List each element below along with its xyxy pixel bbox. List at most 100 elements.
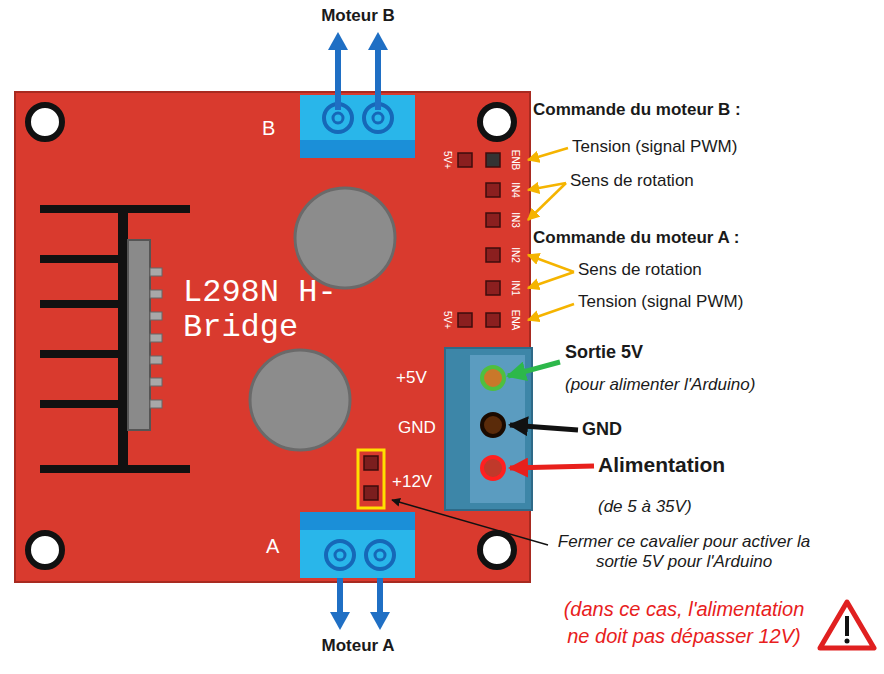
leader-arrow-part xyxy=(528,272,574,288)
pin-label: ENB xyxy=(509,150,521,171)
power-terminal-part xyxy=(482,414,504,436)
leader-arrow-part xyxy=(510,425,578,430)
power-terminal-part xyxy=(482,367,504,389)
chip-name: L298N H-Bridge xyxy=(183,275,348,345)
terminal-block-b-part xyxy=(300,95,415,140)
terminal-label: GND xyxy=(398,418,436,438)
control-heading: Commande du moteur B : xyxy=(533,100,741,120)
leader-arrow-part xyxy=(392,500,548,545)
driver-chip-part-part xyxy=(150,400,162,408)
jumper-note: Fermer ce cavalier pour activer la sorti… xyxy=(553,532,815,573)
terminal-block-a xyxy=(300,512,415,578)
header-pin-part xyxy=(486,153,500,167)
header-pin-part xyxy=(486,313,500,327)
terminal-block-a-part xyxy=(366,541,394,569)
driver-chip-part xyxy=(150,268,162,408)
pin-label: IN1 xyxy=(509,280,521,296)
terminal-block-b-part xyxy=(300,140,415,158)
output-note: (pour alimenter l'Arduino) xyxy=(565,375,755,395)
mounting-hole xyxy=(28,105,514,567)
jumper-part xyxy=(358,450,384,508)
mounting-hole-part xyxy=(480,533,514,567)
motor-wire-arrow-part xyxy=(370,612,390,630)
terminal-block-a-part xyxy=(335,550,345,560)
mounting-hole-part xyxy=(480,105,514,139)
power-terminal-part xyxy=(482,457,504,479)
terminal-block-a-part xyxy=(300,512,415,530)
header-pin-part xyxy=(486,213,500,227)
leader-arrow xyxy=(392,148,594,545)
terminal-block-a-part xyxy=(300,530,415,578)
driver-chip-part-part xyxy=(150,290,162,298)
warning-sign-part xyxy=(820,602,874,648)
terminal-block-b xyxy=(300,95,415,158)
driver-chip-part-part xyxy=(150,268,162,276)
motor-label: Moteur A xyxy=(321,636,394,656)
motor-wire-arrow-part xyxy=(377,578,383,614)
circuit-board: B5V+ENBIN4IN3IN2IN1ENA5V+L298N H-Bridge+… xyxy=(15,92,530,582)
header-pin-part xyxy=(458,313,472,327)
motor-wire-arrow-part xyxy=(328,32,348,50)
header-pin xyxy=(458,153,500,327)
heatsink-part xyxy=(118,205,128,473)
motor-wire-arrow-part xyxy=(335,46,341,110)
header-pin-part xyxy=(486,248,500,262)
motor-label: Moteur B xyxy=(321,6,395,26)
driver-chip-part-part xyxy=(150,356,162,364)
terminal-block-b-part xyxy=(333,113,343,123)
driver-chip-part-part xyxy=(150,312,162,320)
pin-label: 5V+ xyxy=(441,151,453,169)
mounting-hole-part xyxy=(28,105,62,139)
pin-label: IN3 xyxy=(509,212,521,228)
pin-label: IN4 xyxy=(509,182,521,198)
heatsink-part xyxy=(40,350,125,358)
motor-wire-arrow-part xyxy=(330,612,350,630)
pin-label: ENA xyxy=(509,310,521,331)
terminal-label: +5V xyxy=(396,368,427,388)
output-label: Sortie 5V xyxy=(565,342,643,364)
warning-sign xyxy=(820,602,874,648)
pin-function: Tension (signal PWM) xyxy=(572,137,737,157)
terminal-block-b-part xyxy=(373,113,383,123)
leader-arrow-part xyxy=(510,466,594,468)
driver-chip xyxy=(128,240,162,430)
power-terminal-part xyxy=(470,355,525,503)
pin-function: Tension (signal PWM) xyxy=(578,292,743,312)
header-pin-part xyxy=(486,183,500,197)
heatsink-part xyxy=(40,205,190,213)
jumper xyxy=(358,450,384,508)
heatsink-part xyxy=(40,400,125,408)
pin-label: 5V+ xyxy=(441,311,453,329)
heatsink-part xyxy=(40,300,125,308)
jumper-part xyxy=(364,486,378,500)
mounting-hole-part xyxy=(28,533,62,567)
leader-arrow-part xyxy=(528,148,568,160)
supply-label: Alimentation xyxy=(598,452,725,477)
pin-function: Sens de rotation xyxy=(578,260,702,280)
motor-wire-arrow-part xyxy=(375,46,381,110)
ground-label: GND xyxy=(582,419,622,441)
driver-chip-part-part xyxy=(150,378,162,386)
heatsink-part xyxy=(40,255,125,263)
warning-sign-part xyxy=(845,616,849,636)
terminal-label: +12V xyxy=(392,472,432,492)
motor-wire-arrow-part xyxy=(368,32,388,50)
jumper-part xyxy=(364,456,378,470)
capacitor-part xyxy=(295,188,395,288)
pin-function: Sens de rotation xyxy=(570,171,694,191)
leader-arrow-part xyxy=(528,304,574,320)
capacitor-part xyxy=(250,350,350,450)
terminal-letter: A xyxy=(266,534,279,558)
warning-sign-part xyxy=(845,639,850,644)
header-pin-part xyxy=(458,153,472,167)
pin-label: IN2 xyxy=(509,247,521,263)
leader-arrow-part xyxy=(508,362,560,376)
terminal-block-a-part xyxy=(375,550,385,560)
driver-chip-part xyxy=(128,240,150,430)
heatsink-part xyxy=(40,465,190,473)
supply-note: (de 5 à 35V) xyxy=(598,497,692,517)
header-pin-part xyxy=(486,281,500,295)
control-heading: Commande du moteur A : xyxy=(533,228,740,248)
warning-note: (dans ce cas, l'alimentation ne doit pas… xyxy=(550,596,818,650)
